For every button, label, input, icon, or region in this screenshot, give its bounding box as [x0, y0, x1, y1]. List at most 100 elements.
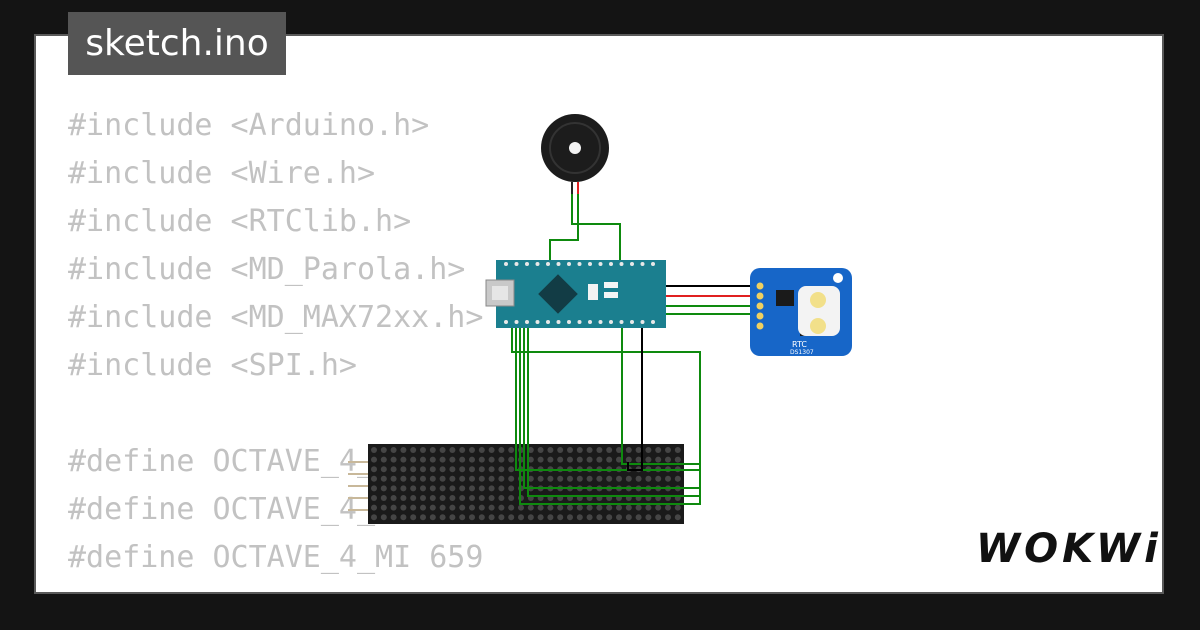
matrix-led	[635, 475, 642, 482]
matrix-led	[674, 447, 681, 453]
matrix-led	[459, 466, 466, 473]
matrix-led	[469, 456, 475, 463]
matrix-led	[420, 447, 426, 453]
matrix-led	[371, 485, 377, 492]
matrix-led	[449, 447, 456, 453]
matrix-led	[576, 447, 583, 453]
header-pin	[630, 262, 634, 266]
matrix-led	[508, 475, 515, 482]
file-tab[interactable]: sketch.ino	[68, 12, 286, 75]
matrix-led	[606, 504, 613, 511]
matrix-led	[371, 504, 377, 511]
matrix-led	[665, 447, 671, 453]
matrix-led	[508, 485, 515, 492]
matrix-led	[498, 485, 505, 492]
matrix-led	[557, 504, 564, 511]
matrix-led	[498, 514, 505, 521]
header-pin	[619, 320, 624, 324]
header-pin	[546, 320, 550, 324]
matrix-led	[400, 514, 407, 521]
header-pin	[577, 262, 582, 266]
matrix-led	[616, 456, 622, 463]
matrix-led	[576, 514, 583, 521]
matrix-led	[586, 504, 593, 511]
code-line: #include <RTClib.h>	[68, 204, 412, 239]
header-pin	[567, 262, 571, 266]
matrix-led	[439, 485, 446, 492]
matrix-led	[498, 456, 505, 463]
header-pin	[535, 262, 540, 266]
rtc-module[interactable]: RTC DS1307	[750, 268, 852, 356]
matrix-led	[498, 495, 505, 501]
led-matrix-icon[interactable]	[348, 444, 684, 524]
matrix-led	[420, 466, 426, 473]
matrix-led	[635, 504, 642, 511]
matrix-led	[625, 456, 632, 463]
arduino-nano-icon[interactable]	[485, 260, 666, 328]
matrix-led	[625, 504, 632, 511]
matrix-led	[508, 495, 515, 501]
matrix-led	[429, 466, 436, 473]
matrix-led	[469, 447, 475, 453]
header-pin	[556, 262, 561, 266]
matrix-led	[508, 447, 515, 453]
matrix-led	[400, 475, 407, 482]
code-line: #include <Wire.h>	[68, 156, 376, 191]
matrix-led	[596, 447, 603, 453]
matrix-led	[674, 456, 681, 463]
matrix-led	[478, 495, 485, 501]
header-pin	[504, 262, 508, 266]
matrix-led	[674, 514, 681, 521]
matrix-led	[527, 447, 534, 453]
matrix-led	[380, 475, 387, 482]
matrix-led	[469, 466, 475, 473]
matrix-led	[380, 466, 387, 473]
matrix-led	[616, 514, 622, 521]
matrix-led	[420, 495, 426, 501]
buzzer-icon[interactable]	[541, 114, 609, 194]
matrix-led	[488, 475, 495, 482]
matrix-led	[606, 447, 613, 453]
matrix-led	[380, 456, 387, 463]
matrix-led	[371, 466, 377, 473]
matrix-led	[635, 514, 642, 521]
matrix-led	[508, 504, 515, 511]
matrix-led	[390, 514, 397, 521]
matrix-led	[488, 456, 495, 463]
matrix-led	[410, 495, 417, 501]
matrix-led	[606, 475, 613, 482]
matrix-led	[508, 456, 515, 463]
wokwi-logo: WOKWi	[976, 526, 1162, 572]
matrix-led	[557, 447, 564, 453]
matrix-led	[596, 456, 603, 463]
matrix-led	[459, 514, 466, 521]
matrix-led	[547, 456, 554, 463]
matrix-led	[527, 504, 534, 511]
matrix-led	[478, 504, 485, 511]
matrix-led	[616, 447, 622, 453]
matrix-led	[655, 504, 662, 511]
header-pin	[535, 320, 540, 324]
matrix-led	[655, 456, 662, 463]
matrix-led	[380, 447, 387, 453]
matrix-led	[616, 504, 622, 511]
matrix-led	[547, 475, 554, 482]
matrix-led	[380, 514, 387, 521]
matrix-led	[567, 447, 573, 453]
matrix-led	[400, 456, 407, 463]
matrix-led	[586, 514, 593, 521]
header-pin	[640, 262, 645, 266]
matrix-led	[537, 514, 544, 521]
matrix-led	[459, 485, 466, 492]
matrix-led	[586, 447, 593, 453]
code-line: #include <MD_Parola.h>	[68, 252, 466, 287]
header-pin	[609, 320, 613, 324]
matrix-led	[498, 475, 505, 482]
matrix-led	[498, 466, 505, 473]
matrix-led	[625, 447, 632, 453]
matrix-led	[469, 514, 475, 521]
matrix-led	[390, 456, 397, 463]
matrix-led	[586, 456, 593, 463]
matrix-led	[380, 495, 387, 501]
